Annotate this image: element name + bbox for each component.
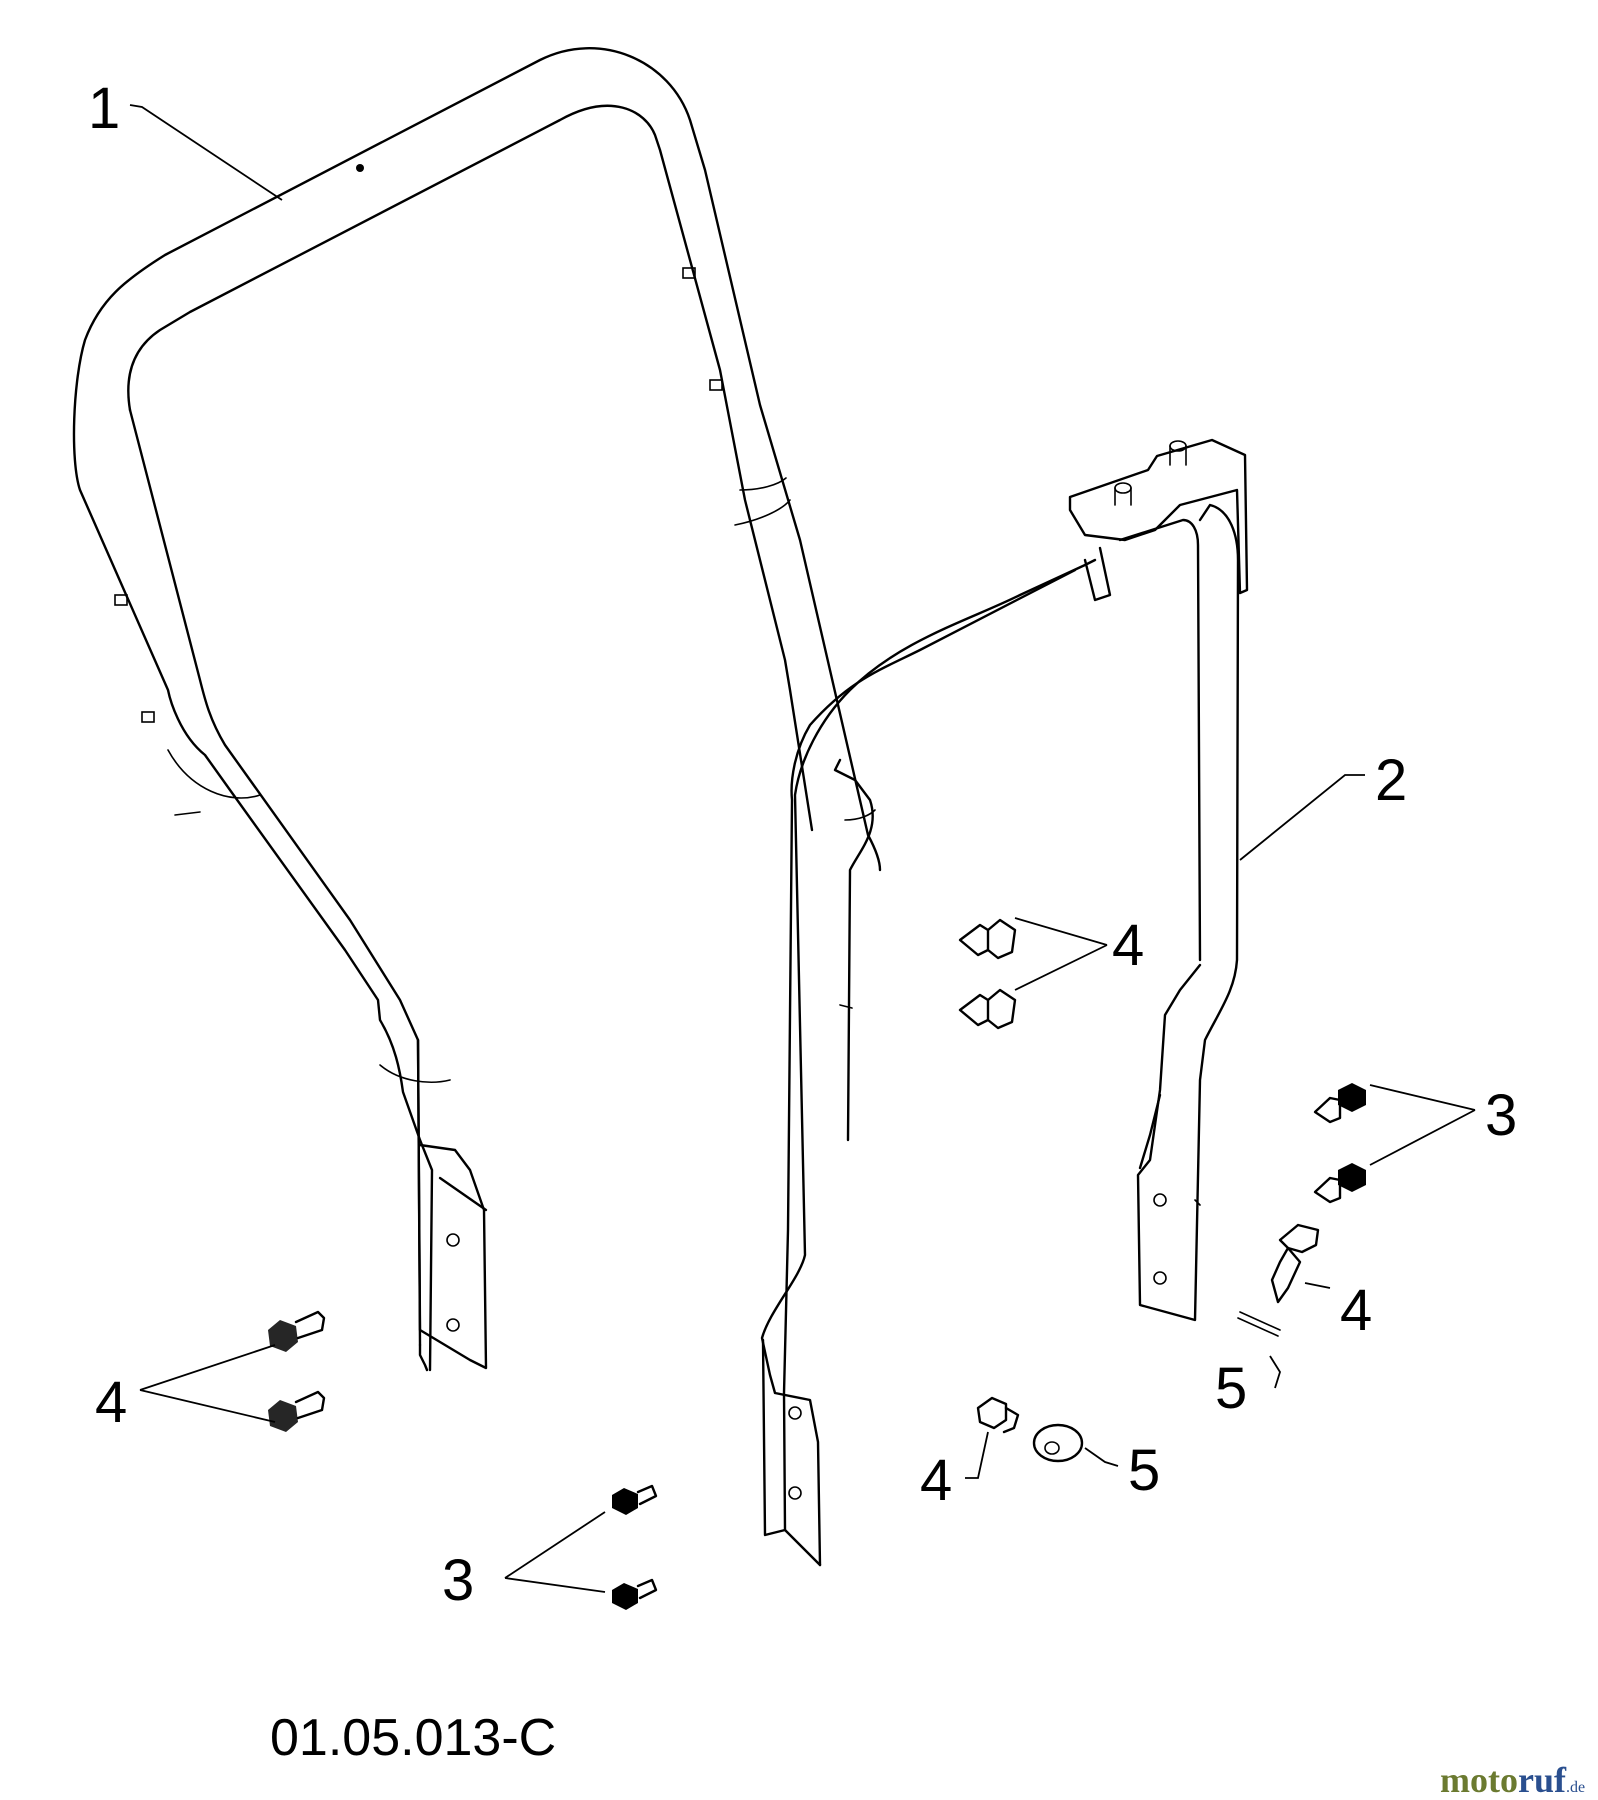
callout-3-bottom: 3 xyxy=(442,1548,474,1613)
callout-5-right: 5 xyxy=(1215,1356,1247,1421)
screw-3-bottom-1 xyxy=(612,1484,658,1515)
washer-5-bottom xyxy=(1032,1423,1084,1463)
callout-3-right: 3 xyxy=(1485,1083,1517,1148)
bolt-4-bottom xyxy=(976,1396,1020,1434)
callout-2: 2 xyxy=(1375,748,1407,813)
screw-3-right-2 xyxy=(1313,1163,1366,1204)
callout-5-bottom: 5 xyxy=(1128,1438,1160,1503)
watermark-logo: motoruf.de xyxy=(1440,1760,1585,1800)
watermark-part-b: ruf xyxy=(1518,1760,1567,1800)
svg-text:motoruf.de: motoruf.de xyxy=(1440,1760,1585,1800)
screw-3-bottom-2 xyxy=(612,1578,658,1610)
callout-4-left: 4 xyxy=(95,1370,127,1435)
bolt-4-right xyxy=(1270,1223,1320,1304)
pin-5-right xyxy=(1237,1311,1281,1337)
screw-3-right-1 xyxy=(1313,1083,1366,1124)
watermark-part-a: moto xyxy=(1440,1760,1518,1800)
bolt-4-upper-1 xyxy=(958,918,1017,960)
callout-4-right: 4 xyxy=(1340,1278,1372,1343)
bolt-4-upper-2 xyxy=(958,988,1017,1030)
callout-4-upper: 4 xyxy=(1112,913,1144,978)
diagram-code: 01.05.013-C xyxy=(270,1709,556,1767)
callout-4-bottom: 4 xyxy=(920,1448,952,1513)
watermark-suffix: .de xyxy=(1566,1779,1585,1796)
bolt-4-left-1 xyxy=(268,1310,326,1352)
part-1-handle-frame xyxy=(72,47,882,1372)
bolt-4-left-2 xyxy=(268,1390,326,1432)
part-2-lower-frame xyxy=(760,438,1249,1567)
leader-lines xyxy=(129,104,1476,1593)
callout-1: 1 xyxy=(88,76,120,141)
